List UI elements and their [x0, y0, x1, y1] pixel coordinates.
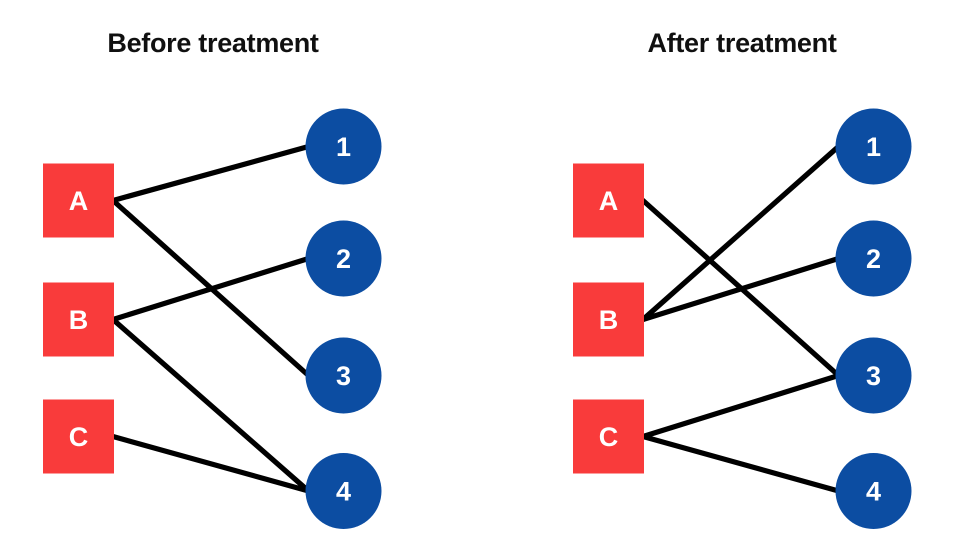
- node-circle-label-4-after: 4: [866, 477, 881, 507]
- node-circle-label-2-before: 2: [336, 244, 351, 274]
- node-circle-label-3-after: 3: [866, 361, 881, 391]
- edge-B-2-before: [110, 255, 312, 323]
- panel-title-after: After treatment: [647, 28, 837, 58]
- edge-B-1-after: [640, 143, 842, 323]
- node-circle-label-3-before: 3: [336, 361, 351, 391]
- node-square-label-C-before: C: [69, 422, 89, 452]
- node-square-label-B-before: B: [69, 305, 89, 335]
- edge-C-3-after: [640, 372, 842, 440]
- node-circle-1-after: [835, 108, 912, 185]
- edge-A-1-before: [110, 143, 312, 204]
- node-square-C-after: [573, 399, 644, 474]
- node-circle-2-after: [835, 220, 912, 297]
- node-circle-3-before: [305, 337, 382, 414]
- node-square-B-before: [43, 282, 114, 357]
- node-square-A-before: [43, 163, 114, 238]
- edge-C-4-after: [640, 433, 842, 494]
- node-circle-4-before: [305, 453, 382, 529]
- node-circle-label-4-before: 4: [336, 477, 351, 507]
- panel-title-before: Before treatment: [107, 28, 319, 58]
- panel-after: A B C 1 2 3 4: [573, 108, 912, 529]
- node-square-C-before: [43, 399, 114, 474]
- node-circle-label-1-after: 1: [866, 132, 881, 162]
- panel-before: A B C 1 2 3 4: [43, 108, 382, 529]
- node-square-B-after: [573, 282, 644, 357]
- node-square-label-A-before: A: [69, 186, 89, 216]
- node-circle-label-2-after: 2: [866, 244, 881, 274]
- node-square-label-B-after: B: [599, 305, 619, 335]
- node-circle-1-before: [305, 108, 382, 185]
- edge-C-4-before: [110, 433, 312, 494]
- node-circle-4-after: [835, 453, 912, 529]
- node-circle-label-1-before: 1: [336, 132, 351, 162]
- node-square-A-after: [573, 163, 644, 238]
- node-square-label-C-after: C: [599, 422, 619, 452]
- edge-B-4-before: [110, 316, 312, 494]
- edge-B-2-after: [640, 255, 842, 323]
- node-square-label-A-after: A: [599, 186, 619, 216]
- node-circle-3-after: [835, 337, 912, 414]
- node-circle-2-before: [305, 220, 382, 297]
